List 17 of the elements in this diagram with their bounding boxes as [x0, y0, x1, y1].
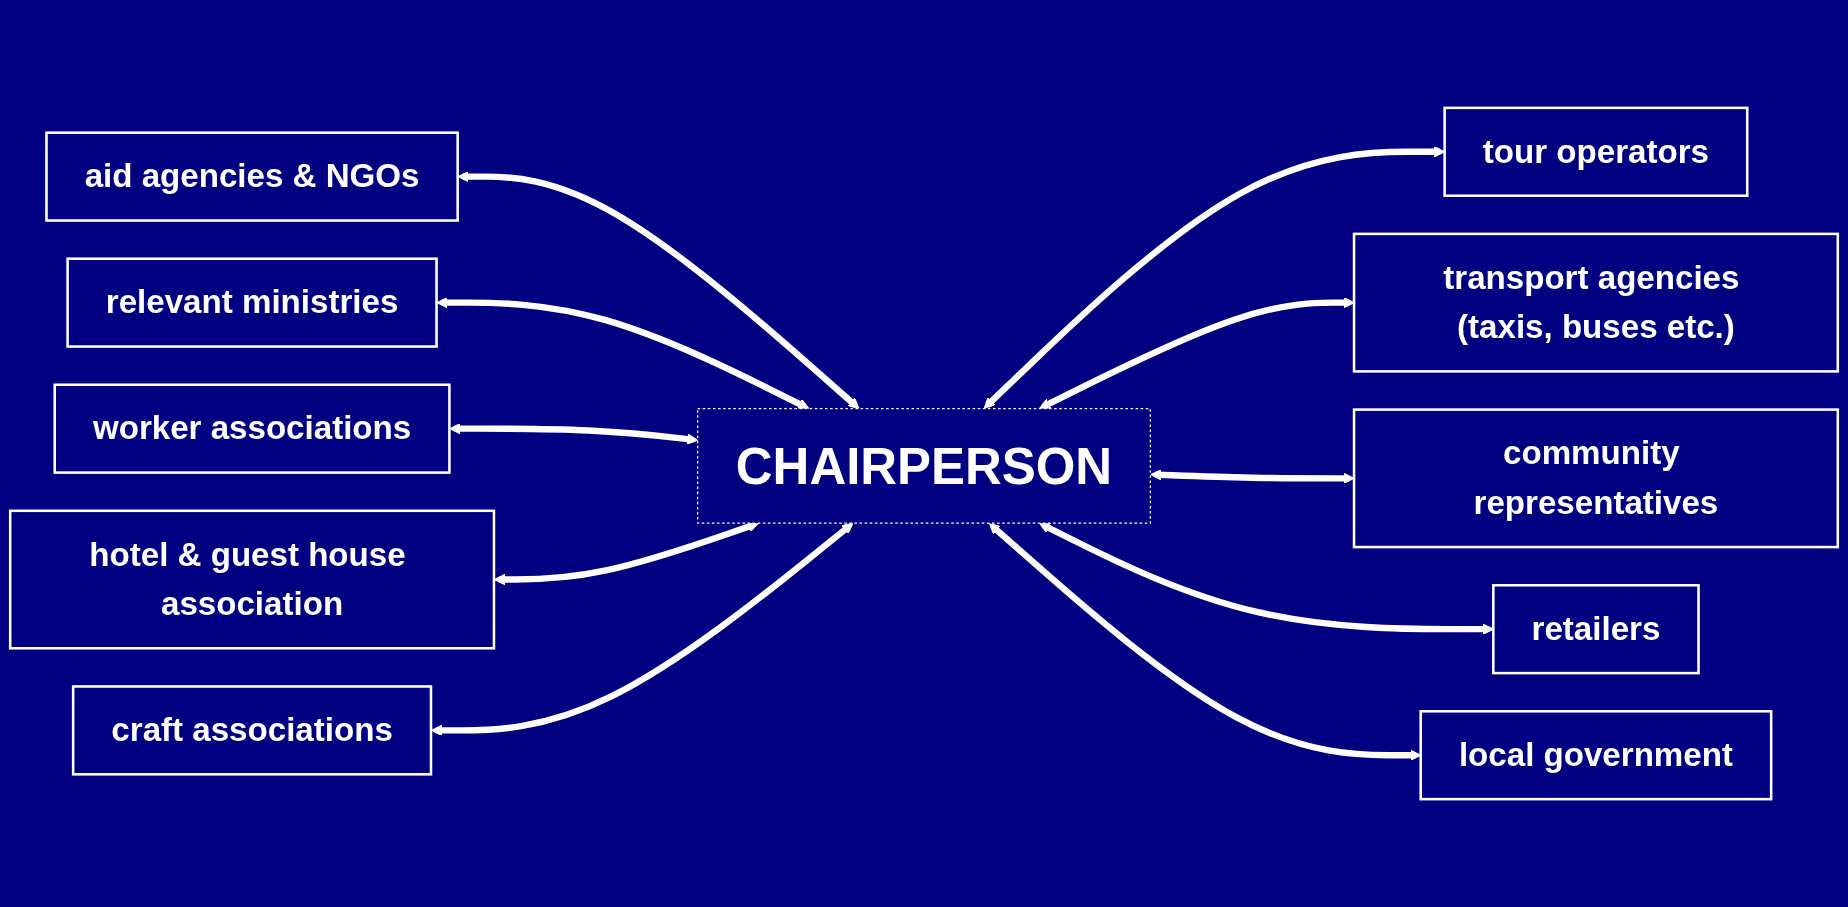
arrow [1150, 469, 1355, 484]
arrow [436, 297, 810, 410]
node-box: craft associations [71, 685, 433, 776]
arrow [1039, 522, 1494, 635]
node-box: hotel & guest house association [8, 509, 496, 650]
node-box: community representatives [1352, 408, 1840, 549]
node-box: aid agencies & NGOs [45, 131, 459, 222]
node-box: tour operators [1443, 106, 1749, 197]
node-box: transport agencies (taxis, buses etc.) [1352, 232, 1840, 373]
node-box: retailers [1492, 584, 1700, 675]
arrow [431, 522, 854, 736]
node-box: relevant ministries [66, 257, 438, 348]
node-box: worker associations [53, 383, 451, 474]
arrow [1039, 297, 1355, 410]
node-box: local government [1419, 710, 1773, 801]
node-box: CHAIRPERSON [697, 408, 1151, 524]
arrow [457, 171, 860, 410]
